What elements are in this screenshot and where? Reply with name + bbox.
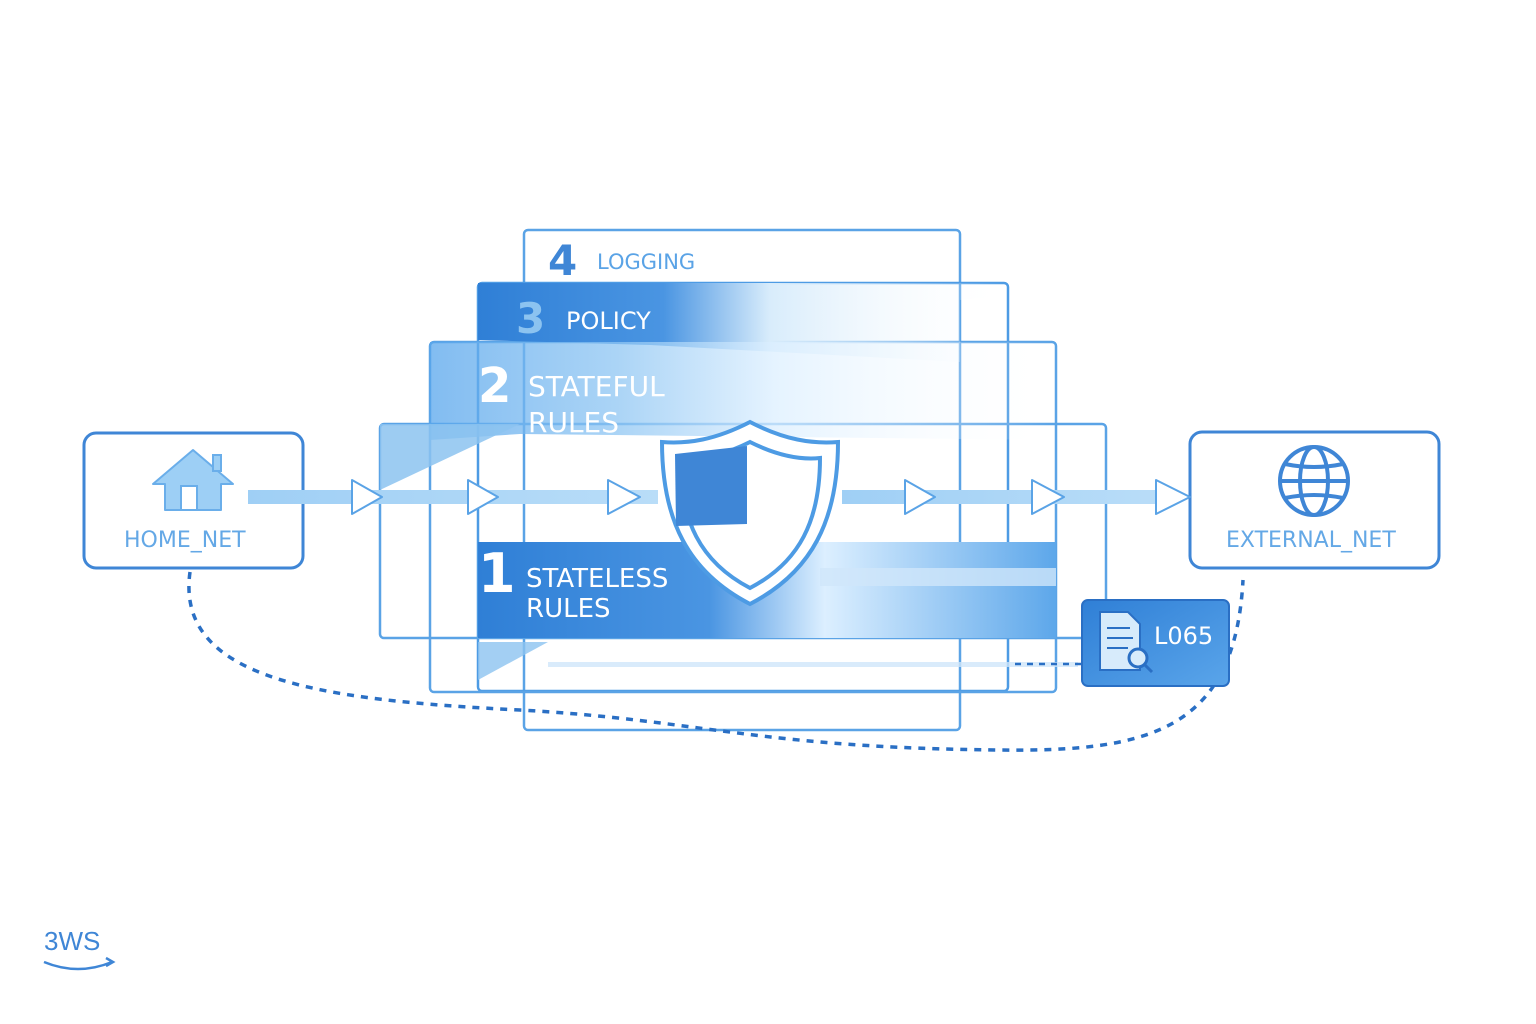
flow-arrow-shaft	[248, 490, 658, 504]
bypass-dashed-path	[187, 571, 1245, 752]
stateless-top-band	[380, 424, 520, 490]
home-net-label: HOME_NET	[124, 528, 246, 553]
globe-icon	[1278, 445, 1350, 517]
external-net-label: EXTERNAL_NET	[1226, 528, 1396, 553]
flow-arrow-heads	[351, 479, 1191, 515]
layer-4-label: LOGGING	[597, 250, 696, 274]
band-streak	[548, 662, 1078, 667]
brand-logo-text: 3WS	[44, 926, 101, 956]
layer-3-label: POLICY	[566, 307, 651, 335]
stateful-band	[430, 342, 1056, 440]
layer-1-label-line2: RULES	[526, 594, 611, 624]
flow-arrow-shaft	[842, 490, 1160, 504]
logs-label: L065	[1154, 622, 1214, 650]
brand-logo: 3WS	[40, 926, 120, 976]
band-streak	[820, 568, 1056, 586]
house-icon	[152, 449, 234, 511]
layer-2-engine: SURICATA	[528, 450, 592, 465]
layer-1-label-line1: STATELESS	[526, 564, 669, 594]
stateless-tail	[478, 642, 548, 680]
layer-4-number: 4	[548, 236, 578, 285]
layer-1-number: 1	[478, 542, 516, 605]
smile-arrow-icon	[43, 956, 116, 971]
layer-2-label-line2: RULES	[528, 406, 620, 439]
layer-2-label-line1: STATEFUL	[528, 370, 665, 403]
layer-3-number: 3	[516, 294, 546, 343]
shield-icon	[659, 419, 841, 607]
log-document-icon	[1099, 611, 1154, 674]
layer-2-number: 2	[478, 358, 512, 414]
external-net-node	[1188, 430, 1441, 570]
